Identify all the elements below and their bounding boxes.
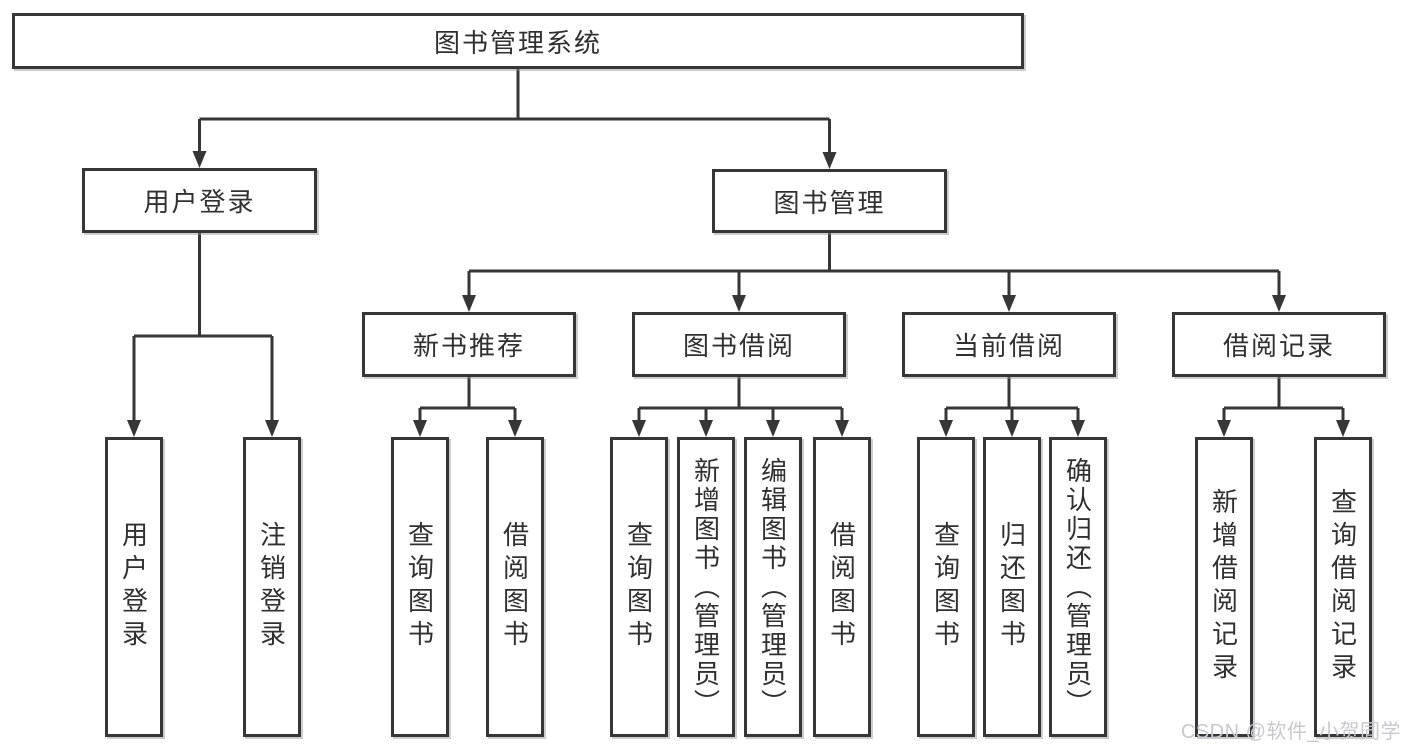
leaf-borrow-books-recommend: 借阅图书 — [486, 437, 544, 737]
arrow-icon — [508, 420, 522, 437]
node-system-root: 图书管理系统 — [12, 13, 1024, 69]
arrow-icon — [632, 420, 646, 437]
arrow-icon — [1002, 295, 1016, 312]
arrow-icon — [1272, 295, 1286, 312]
arrow-icon — [939, 420, 953, 437]
leaf-query-books-borrow: 查询图书 — [610, 437, 668, 737]
arrowheads — [127, 151, 1350, 437]
arrow-icon — [127, 420, 141, 437]
arrow-icon — [192, 151, 207, 168]
leaf-user-login: 用户登录 — [105, 437, 163, 737]
arrow-icon — [835, 420, 849, 437]
leaf-query-borrow-record: 查询借阅记录 — [1314, 437, 1372, 737]
arrow-icon — [699, 420, 713, 437]
node-new-book-recommend: 新书推荐 — [362, 312, 576, 377]
node-borrow-records: 借阅记录 — [1172, 312, 1386, 377]
arrow-icon — [1071, 420, 1085, 437]
leaf-add-book-admin: 新增图书（管理员） — [677, 437, 735, 737]
leaf-query-books-current: 查询图书 — [917, 437, 975, 737]
leaf-query-books-recommend: 查询图书 — [391, 437, 449, 737]
arrow-icon — [265, 420, 279, 437]
leaf-edit-book-admin: 编辑图书（管理员） — [744, 437, 802, 737]
arrow-icon — [1217, 420, 1231, 437]
node-current-borrow: 当前借阅 — [902, 312, 1116, 377]
leaf-borrow-books-borrow: 借阅图书 — [813, 437, 871, 737]
arrow-icon — [1005, 420, 1019, 437]
arrow-icon — [413, 420, 427, 437]
arrow-icon — [822, 152, 837, 169]
csdn-watermark: CSDN @软件_小贺同学 — [1180, 721, 1401, 743]
node-book-borrow: 图书借阅 — [632, 312, 846, 377]
leaf-confirm-return-admin: 确认归还（管理员） — [1049, 437, 1107, 737]
tree-edges — [132, 69, 1345, 421]
leaf-add-borrow-record: 新增借阅记录 — [1195, 437, 1253, 737]
arrow-icon — [732, 295, 746, 312]
leaf-logout: 注销登录 — [243, 437, 301, 737]
node-user-login: 用户登录 — [82, 168, 317, 233]
node-book-management: 图书管理 — [712, 169, 947, 233]
arrow-icon — [1336, 420, 1350, 437]
leaf-return-book: 归还图书 — [983, 437, 1041, 737]
arrow-icon — [766, 420, 780, 437]
arrow-icon — [462, 295, 476, 312]
